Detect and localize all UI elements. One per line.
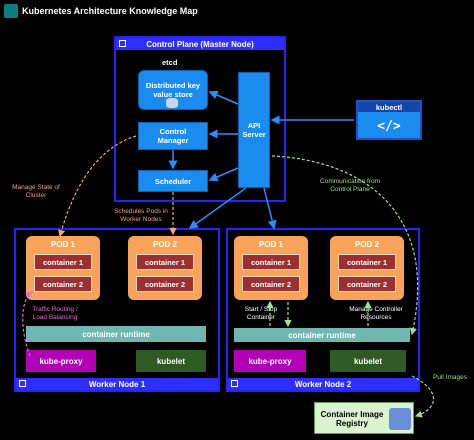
container-image-registry: Container Image Registry — [314, 402, 414, 434]
container: container 2 — [136, 276, 194, 292]
kubectl-label: kubectl — [375, 102, 403, 112]
worker-node-1-label: Worker Node 1 — [88, 379, 146, 389]
panel-icon — [231, 380, 238, 387]
arrow-manage-state — [58, 135, 137, 238]
worker-node-1-footer: Worker Node 1 — [16, 378, 218, 390]
registry-icon — [389, 408, 411, 430]
code-icon: </> — [377, 118, 401, 134]
kubectl-box: kubectl </> — [356, 100, 422, 140]
scheduler: Scheduler — [138, 170, 208, 192]
w2-pod-1: POD 1 container 1 container 2 — [234, 236, 308, 300]
registry-label: Container Image Registry — [320, 410, 384, 428]
w1-pod-1: POD 1 container 1 container 2 — [26, 236, 100, 300]
pod-title: POD 1 — [50, 240, 75, 249]
worker-node-2-footer: Worker Node 2 — [228, 378, 418, 390]
scheduler-label: Scheduler — [154, 176, 192, 186]
w2-container-runtime: container runtime — [234, 328, 410, 342]
container: container 1 — [338, 254, 396, 270]
control-plane-box: Control Plane (Master Node) — [114, 36, 286, 202]
container: container 2 — [242, 276, 300, 292]
control-manager-label: Control Manager — [157, 127, 189, 145]
database-icon — [166, 98, 178, 108]
w2-pod-2: POD 2 container 1 container 2 — [330, 236, 404, 300]
container: container 2 — [338, 276, 396, 292]
arrow-traffic-routing — [22, 291, 33, 357]
pull-images-annotation: Pull Images — [433, 374, 467, 381]
api-server: API Server — [238, 72, 270, 188]
manage-resources-annotation: Manage Controller Resources — [349, 306, 403, 321]
traffic-routing-annotation: Traffic Routing / Load Balancing — [32, 306, 78, 321]
kubectl-header: kubectl — [358, 102, 420, 112]
arrow-pull-images — [411, 375, 435, 418]
etcd-label: etcd — [162, 58, 178, 67]
kubernetes-icon — [4, 4, 18, 18]
panel-icon — [19, 380, 26, 387]
title-text: Kubernetes Architecture Knowledge Map — [22, 6, 198, 16]
worker-node-2: Worker Node 2 — [226, 228, 420, 392]
arrow-communication — [271, 155, 419, 336]
arrow-api-to-worker2 — [263, 187, 277, 230]
w2-kube-proxy: kube-proxy — [234, 350, 306, 372]
panel-icon — [119, 40, 126, 47]
container: container 1 — [136, 254, 194, 270]
pod-title: POD 1 — [258, 240, 283, 249]
w1-kubelet: kubelet — [136, 350, 206, 372]
worker-node-1: Worker Node 1 — [14, 228, 220, 392]
communication-annotation: Communication from Control Plane — [320, 178, 380, 193]
w1-kube-proxy: kube-proxy — [26, 350, 96, 372]
container: container 2 — [34, 276, 92, 292]
container: container 1 — [34, 254, 92, 270]
schedules-pods-annotation: Schedules Pods in Worker Nodes — [114, 208, 168, 223]
diagram-title: Kubernetes Architecture Knowledge Map — [4, 4, 198, 18]
w1-container-runtime: container runtime — [26, 326, 206, 342]
start-stop-annotation: Start / Stop Container — [244, 306, 278, 321]
manage-state-annotation: Manage State of Cluster — [12, 184, 60, 199]
arrow-api-to-worker1 — [188, 187, 247, 229]
container: container 1 — [242, 254, 300, 270]
control-manager: Control Manager — [138, 122, 208, 150]
pod-title: POD 2 — [152, 240, 177, 249]
control-plane-header: Control Plane (Master Node) — [116, 38, 284, 50]
api-server-label: API Server — [242, 121, 266, 139]
arrow-api-to-scheduler — [208, 167, 239, 182]
pod-title: POD 2 — [354, 240, 379, 249]
store-label: Distributed key value store — [145, 81, 201, 99]
w2-kubelet: kubelet — [330, 350, 406, 372]
w1-pod-2: POD 2 container 1 container 2 — [128, 236, 202, 300]
control-plane-label: Control Plane (Master Node) — [146, 39, 254, 49]
worker-node-2-label: Worker Node 2 — [294, 379, 352, 389]
arrow-api-to-etcd — [208, 90, 239, 105]
